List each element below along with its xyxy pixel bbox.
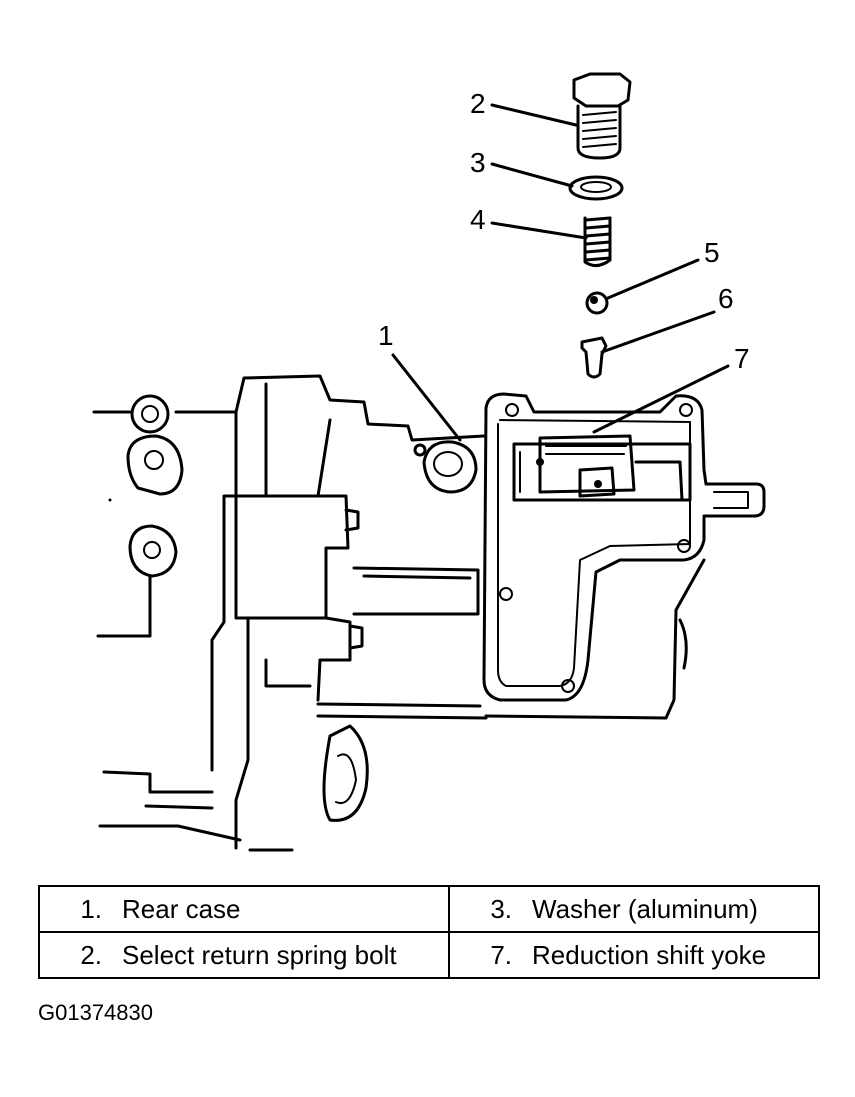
legend-cell: 7. Reduction shift yoke bbox=[448, 931, 820, 979]
legend-number: 3. bbox=[490, 893, 512, 924]
washer-aluminum bbox=[568, 175, 624, 201]
ball bbox=[585, 291, 609, 315]
leader-lines bbox=[391, 103, 730, 442]
legend-number: 1. bbox=[80, 893, 102, 924]
callout-1: 1 bbox=[378, 320, 394, 351]
parts-legend-table: 1. Rear case 3. Washer (aluminum) 2. Select… bbox=[38, 885, 820, 979]
legend-number: 7. bbox=[490, 939, 512, 970]
spring bbox=[583, 216, 612, 267]
legend-row: 1. Rear case 3. Washer (aluminum) bbox=[38, 885, 820, 933]
legend-label: Washer (aluminum) bbox=[532, 893, 758, 924]
legend-row: 2. Select return spring bolt 7. Reduction … bbox=[38, 931, 820, 979]
callout-2: 2 bbox=[470, 88, 486, 119]
select-return-spring-bolt bbox=[572, 72, 632, 160]
callout-6: 6 bbox=[718, 283, 734, 314]
legend-label: Rear case bbox=[122, 893, 241, 924]
legend-label: Reduction shift yoke bbox=[532, 939, 767, 970]
legend-cell: 2. Select return spring bolt bbox=[38, 931, 450, 979]
legend-label: Select return spring bolt bbox=[122, 939, 397, 970]
legend-cell: 3. Washer (aluminum) bbox=[448, 885, 820, 933]
callout-7: 7 bbox=[734, 343, 750, 374]
callout-4: 4 bbox=[470, 204, 486, 235]
rear-case bbox=[92, 374, 766, 852]
callout-3: 3 bbox=[470, 147, 486, 178]
legend-number: 2. bbox=[80, 939, 102, 970]
pin bbox=[580, 336, 608, 379]
legend-cell: 1. Rear case bbox=[38, 885, 450, 933]
callout-5: 5 bbox=[704, 237, 720, 268]
figure-code: G01374830 bbox=[38, 1000, 153, 1025]
transfer-rear-case-diagram: 2 3 4 5 6 1 7 bbox=[92, 72, 766, 852]
